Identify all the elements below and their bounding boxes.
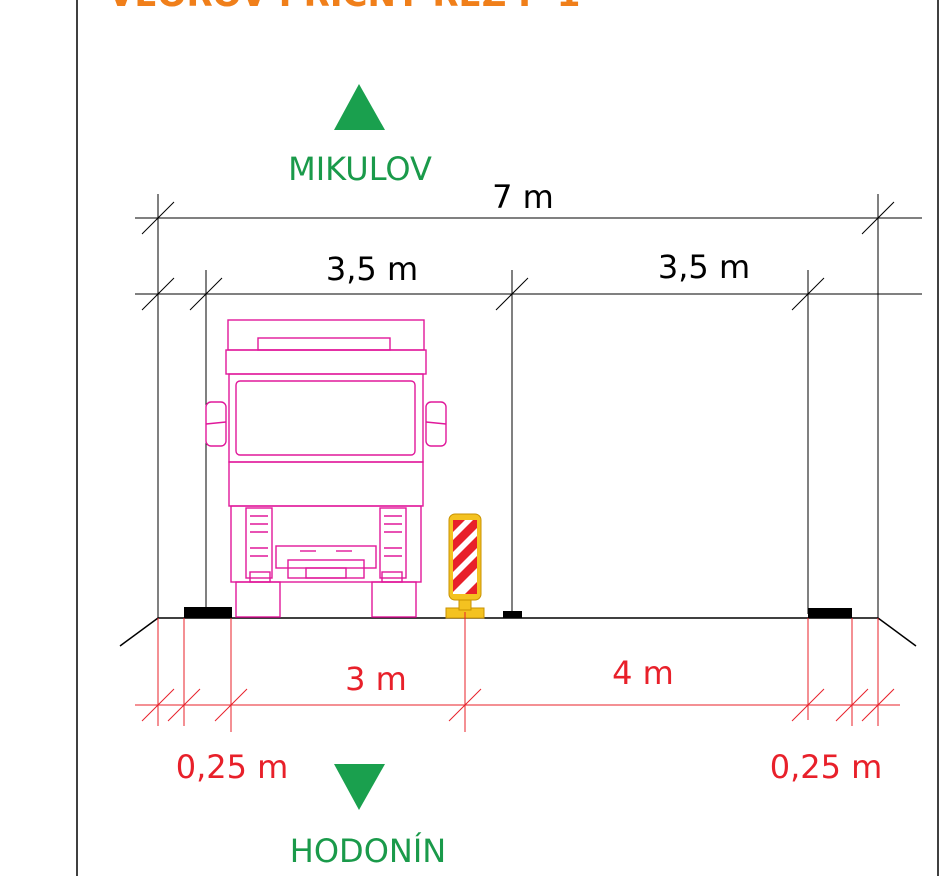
center-marking: [503, 611, 522, 618]
traffic-beacon: [445, 513, 485, 619]
dimension-lane-left-label: 3,5 m: [326, 250, 418, 288]
direction-north-label: MIKULOV: [288, 150, 432, 188]
dimension-total-label: 7 m: [492, 178, 554, 216]
truck-front-view: [205, 319, 447, 618]
dimension-left-lane-label: 3 m: [345, 660, 407, 698]
page-title: VEOROV PRICNY REZ P-1: [108, 0, 580, 15]
dimension-bottom: [135, 612, 900, 732]
direction-south-label: HODONÍN: [290, 832, 446, 870]
dimension-left-edge-label: 0,25 m: [176, 748, 289, 786]
dimension-lane-right-label: 3,5 m: [658, 248, 750, 286]
edge-marking-left: [184, 607, 232, 618]
road-surface: [119, 617, 917, 647]
arrow-up-icon: [334, 84, 385, 130]
dimension-lanes: [135, 270, 922, 614]
edge-marking-right: [808, 608, 852, 618]
dimension-total: [135, 194, 922, 618]
arrow-down-icon: [334, 764, 385, 810]
dimension-right-lane-label: 4 m: [612, 654, 674, 692]
dimension-right-edge-label: 0,25 m: [770, 748, 883, 786]
